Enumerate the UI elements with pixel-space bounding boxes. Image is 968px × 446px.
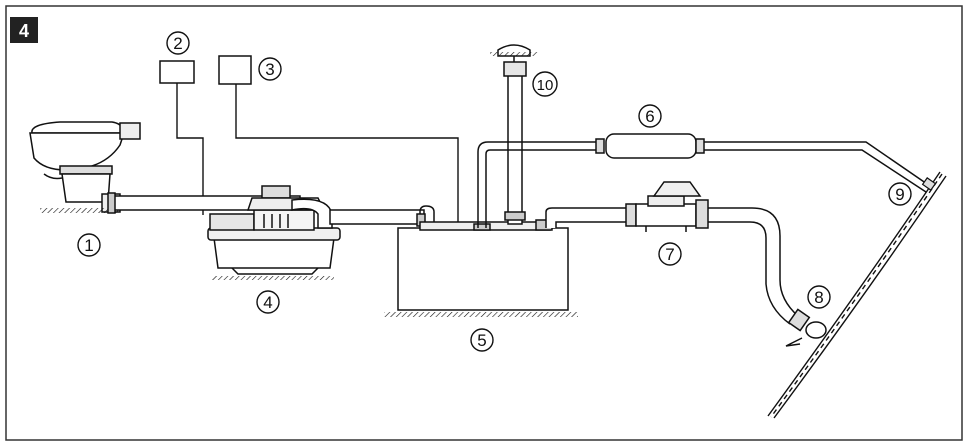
control-box-2 bbox=[159, 60, 195, 84]
vent-pipe bbox=[497, 44, 531, 225]
svg-text:4: 4 bbox=[263, 293, 272, 312]
svg-text:2: 2 bbox=[173, 34, 182, 53]
deck-hatch-vent bbox=[490, 52, 538, 56]
overboard-discharge-pipe bbox=[708, 207, 799, 325]
holding-tank bbox=[397, 221, 569, 311]
figure-number-badge bbox=[10, 17, 38, 43]
svg-text:6: 6 bbox=[645, 107, 654, 126]
toilet bbox=[29, 121, 141, 213]
seacock bbox=[785, 308, 827, 347]
figure-number: 4 bbox=[19, 21, 29, 41]
pump-to-tank-pipe bbox=[329, 205, 435, 228]
svg-text:1: 1 bbox=[84, 236, 93, 255]
callout-7: 7 bbox=[658, 242, 682, 266]
deck-pumpout-line bbox=[477, 141, 931, 228]
wire-3 bbox=[235, 84, 459, 228]
tank-outlet-pipe bbox=[545, 203, 637, 228]
floor-hatch-tank bbox=[384, 312, 578, 317]
svg-text:8: 8 bbox=[814, 288, 823, 307]
callout-3: 3 bbox=[258, 57, 282, 81]
deck-fitting-9 bbox=[921, 177, 937, 191]
floor-hatch-pump bbox=[212, 276, 334, 280]
callout-8: 8 bbox=[807, 285, 831, 309]
svg-text:10: 10 bbox=[537, 77, 554, 94]
svg-text:7: 7 bbox=[665, 245, 674, 264]
callout-10: 10 bbox=[532, 71, 558, 97]
svg-text:3: 3 bbox=[265, 60, 274, 79]
callout-2: 2 bbox=[166, 31, 190, 55]
callout-9: 9 bbox=[888, 182, 912, 206]
wire-2 bbox=[176, 83, 204, 215]
svg-text:5: 5 bbox=[477, 331, 486, 350]
control-box-3 bbox=[218, 55, 252, 85]
callout-1: 1 bbox=[77, 233, 101, 257]
y-valve bbox=[635, 181, 709, 232]
callout-4: 4 bbox=[256, 290, 280, 314]
callout-6: 6 bbox=[638, 104, 662, 128]
figure-frame bbox=[5, 5, 963, 441]
vent-filter bbox=[595, 133, 705, 159]
callout-5: 5 bbox=[470, 328, 494, 352]
floor-hatch-toilet bbox=[40, 208, 120, 213]
hull bbox=[767, 171, 947, 419]
svg-text:9: 9 bbox=[895, 185, 904, 204]
macerator-pump bbox=[207, 185, 341, 275]
